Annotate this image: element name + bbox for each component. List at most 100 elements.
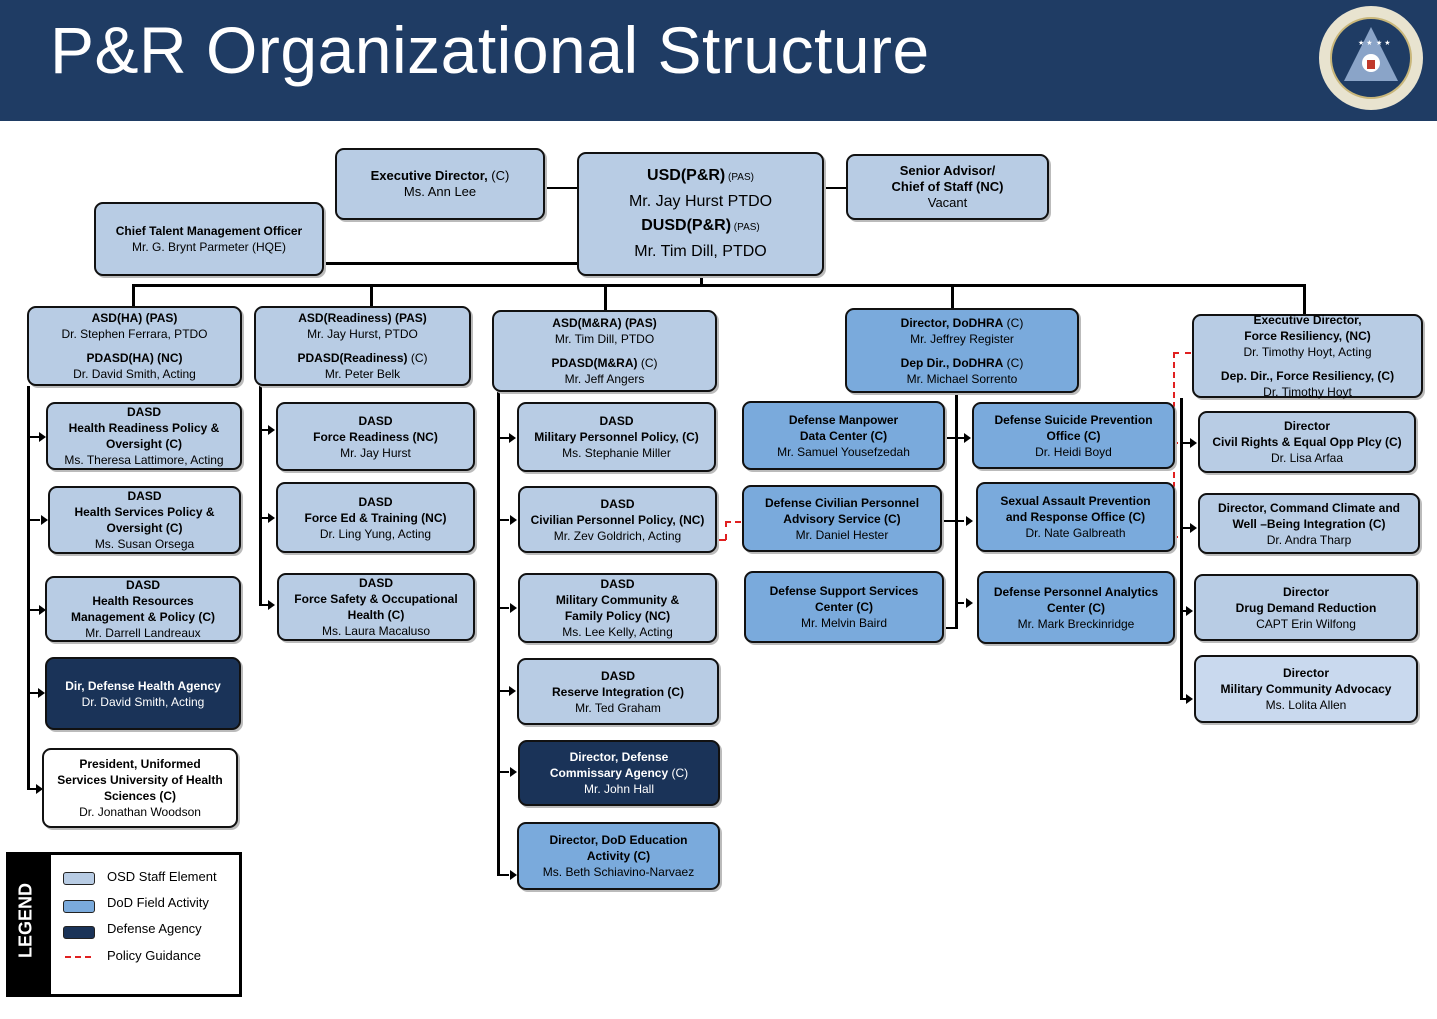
arrow-head — [39, 432, 46, 442]
sexual-assault-prevention-box[interactable]: Sexual Assault Prevention and Response O… — [976, 482, 1175, 552]
dasd-health-readiness-box[interactable]: DASD Health Readiness Policy & Oversight… — [46, 402, 242, 470]
box-title: ASD(Readiness) (PAS) — [298, 311, 427, 325]
box-title: Chief of Staff (NC) — [891, 179, 1004, 194]
box-title-suffix: (PAS) — [725, 172, 754, 183]
box-title-suffix: (C) — [668, 766, 689, 780]
dasd-force-readiness-box[interactable]: DASD Force Readiness (NC) Mr. Jay Hurst — [276, 402, 475, 471]
box-title: PDASD(HA) (NC) — [86, 351, 183, 365]
svg-text:★ ★: ★ ★ — [1358, 39, 1373, 47]
box-name: Ms. Lee Kelly, Acting — [562, 625, 673, 639]
box-title: Director, Defense — [569, 750, 669, 764]
box-title: Force Resiliency, (NC) — [1244, 329, 1371, 343]
box-name: Mr. Samuel Yousefzedah — [777, 444, 910, 459]
arrow-head — [509, 433, 516, 443]
arrow-head — [268, 600, 275, 610]
connector-line — [1180, 610, 1186, 612]
dod-education-activity-box[interactable]: Director, DoD Education Activity (C) Ms.… — [517, 822, 720, 890]
military-community-advocacy-box[interactable]: Director Military Community Advocacy Ms.… — [1194, 655, 1418, 723]
legend: LEGEND OSD Staff Element DoD Field Activ… — [6, 852, 242, 997]
box-title: Force Safety & Occupational — [294, 592, 458, 606]
connector-line — [497, 690, 509, 692]
box-title: Executive Director, — [1253, 313, 1362, 327]
box-name: Mr. Tim Dill, PTDO — [634, 243, 767, 260]
box-title: Advisory Service (C) — [783, 511, 901, 526]
box-title: Oversight (C) — [105, 437, 182, 451]
box-name: Mr. Jeffrey Register — [910, 331, 1014, 346]
arrow-head — [39, 605, 46, 615]
drug-demand-reduction-box[interactable]: Director Drug Demand Reduction CAPT Erin… — [1194, 574, 1418, 641]
arrow-head — [509, 686, 516, 696]
executive-director-box[interactable]: Executive Director, (C) Ms. Ann Lee — [335, 148, 545, 220]
dasd-health-resources-box[interactable]: DASD Health Resources Management & Polic… — [45, 576, 241, 642]
connector-line — [132, 284, 135, 306]
dasd-health-services-box[interactable]: DASD Health Services Policy & Oversight … — [48, 486, 241, 554]
arrow-head — [36, 784, 43, 794]
box-name: Dr. David Smith, Acting — [81, 694, 205, 709]
dodhra-director-box[interactable]: Director, DoDHRA (C) Mr. Jeffrey Registe… — [845, 308, 1079, 393]
senior-advisor-box[interactable]: Senior Advisor/ Chief of Staff (NC) Vaca… — [846, 154, 1049, 220]
arrow-head — [966, 598, 973, 608]
command-climate-wellbeing-box[interactable]: Director, Command Climate and Well –Bein… — [1198, 493, 1420, 554]
chief-talent-officer-box[interactable]: Chief Talent Management Officer Mr. G. B… — [94, 202, 324, 276]
box-title-suffix: (C) — [1003, 315, 1024, 330]
defense-manpower-data-center-box[interactable]: Defense Manpower Data Center (C) Mr. Sam… — [742, 401, 945, 470]
force-resiliency-director-box[interactable]: Executive Director, Force Resiliency, (N… — [1192, 313, 1423, 399]
civil-rights-equal-opp-box[interactable]: Director Civil Rights & Equal Opp Plcy (… — [1198, 411, 1416, 473]
asd-mra-box[interactable]: ASD(M&RA) (PAS) Mr. Tim Dill, PTDO PDASD… — [492, 310, 717, 392]
box-title: DASD — [600, 668, 635, 683]
box-title: PDASD(Readiness) — [297, 351, 408, 365]
asd-ha-box[interactable]: ASD(HA) (PAS) Dr. Stephen Ferrara, PTDO … — [27, 306, 242, 386]
box-name: Dr. Timothy Hoyt — [1263, 385, 1352, 399]
box-name: Mr. Peter Belk — [324, 367, 401, 381]
connector-line — [545, 187, 578, 189]
arrow-head — [268, 425, 275, 435]
box-title: DUSD(P&R) — [641, 217, 732, 234]
dasd-reserve-integration-box[interactable]: DASD Reserve Integration (C) Mr. Ted Gra… — [517, 658, 719, 725]
dasd-military-personnel-box[interactable]: DASD Military Personnel Policy, (C) Ms. … — [517, 402, 716, 472]
dasd-military-community-box[interactable]: DASD Military Community & Family Policy … — [518, 573, 717, 643]
defense-commissary-agency-box[interactable]: Director, Defense Commissary Agency (C) … — [518, 740, 720, 806]
box-title: Health Readiness Policy & — [68, 421, 220, 435]
box-title-suffix: (PAS) — [731, 222, 760, 233]
defense-personnel-analytics-box[interactable]: Defense Personnel Analytics Center (C) M… — [977, 571, 1175, 644]
defense-suicide-prevention-box[interactable]: Defense Suicide Prevention Office (C) Dr… — [972, 402, 1175, 469]
box-name: Mr. Jay Hurst — [340, 445, 411, 460]
box-title: Director — [1282, 666, 1329, 680]
box-name: Ms. Lolita Allen — [1265, 698, 1347, 712]
connector-line — [497, 392, 500, 876]
defense-civilian-personnel-advisory-box[interactable]: Defense Civilian Personnel Advisory Serv… — [742, 485, 942, 552]
dasd-force-ed-training-box[interactable]: DASD Force Ed & Training (NC) Dr. Ling Y… — [276, 482, 475, 553]
arrow-head — [1186, 694, 1193, 704]
page-title: P&R Organizational Structure — [50, 13, 930, 87]
arrow-head — [1190, 523, 1197, 533]
arrow-head — [510, 870, 517, 880]
box-title: President, Uniformed — [79, 757, 201, 771]
connector-line — [497, 437, 509, 439]
box-name: Dr. Stephen Ferrara, PTDO — [61, 327, 208, 341]
box-title: Drug Demand Reduction — [1235, 600, 1377, 615]
box-name: Mr. Mark Breckinridge — [1017, 616, 1135, 631]
asd-readiness-box[interactable]: ASD(Readiness) (PAS) Mr. Jay Hurst, PTDO… — [254, 306, 471, 386]
box-name: Mr. Jay Hurst, PTDO — [307, 327, 418, 341]
dasd-force-safety-box[interactable]: DASD Force Safety & Occupational Health … — [277, 573, 475, 641]
usd-pr-box[interactable]: USD(P&R) (PAS) Mr. Jay Hurst PTDO DUSD(P… — [577, 152, 824, 276]
box-name: Dr. Nate Galbreath — [1025, 526, 1126, 540]
connector-line — [497, 519, 509, 521]
box-title: Dir, Defense Health Agency — [65, 678, 221, 693]
box-name: Vacant — [927, 195, 968, 210]
box-title: DASD — [600, 577, 635, 591]
box-name: Dr. Ling Yung, Acting — [319, 526, 432, 541]
legend-label: OSD Staff Element — [107, 869, 217, 884]
box-name: Mr. Daniel Hester — [795, 527, 889, 542]
usuhs-president-box[interactable]: President, Uniformed Services University… — [42, 748, 238, 828]
box-title: Defense Personnel Analytics — [993, 584, 1159, 599]
box-title: Director, Command Climate and — [1217, 500, 1401, 515]
connector-line — [259, 429, 269, 431]
dasd-civilian-personnel-box[interactable]: DASD Civilian Personnel Policy, (NC) Mr.… — [518, 486, 717, 553]
box-title-suffix: (C) — [407, 351, 428, 365]
legend-title: LEGEND — [15, 883, 36, 959]
defense-support-services-center-box[interactable]: Defense Support Services Center (C) Mr. … — [744, 571, 944, 643]
defense-health-agency-box[interactable]: Dir, Defense Health Agency Dr. David Smi… — [45, 657, 241, 730]
connector-line — [700, 274, 703, 286]
connector-line — [27, 788, 37, 790]
